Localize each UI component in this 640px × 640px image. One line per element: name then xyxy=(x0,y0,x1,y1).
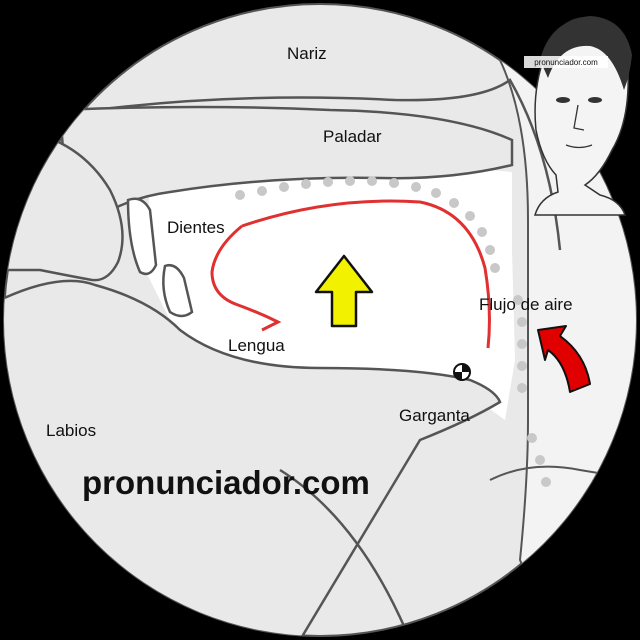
palate-shape xyxy=(58,105,514,243)
lower-jaw xyxy=(4,279,502,636)
throat-curve xyxy=(489,465,636,481)
upper-teeth xyxy=(126,197,158,276)
label-lengua: Lengua xyxy=(228,336,285,355)
speaker-portrait: pronunciador.com xyxy=(524,16,632,216)
palate-dots xyxy=(235,176,551,487)
lower-teeth xyxy=(162,264,194,318)
label-flujo-de-aire: Flujo de aire xyxy=(479,295,573,314)
tongue-position-outline xyxy=(210,199,491,349)
label-paladar: Paladar xyxy=(323,127,382,146)
portrait-caption: pronunciador.com xyxy=(534,58,598,67)
label-garganta: Garganta xyxy=(399,406,470,425)
label-dientes: Dientes xyxy=(167,218,225,237)
curved-arrow-up-icon xyxy=(537,325,591,393)
site-watermark: pronunciador.com xyxy=(82,464,370,501)
label-nariz: Nariz xyxy=(287,44,327,63)
nose-outline xyxy=(94,78,562,251)
jaw-hinge-icon xyxy=(453,363,471,381)
neck-front xyxy=(279,468,412,636)
label-labios: Labios xyxy=(46,421,96,440)
arrow-up-icon xyxy=(314,254,374,328)
